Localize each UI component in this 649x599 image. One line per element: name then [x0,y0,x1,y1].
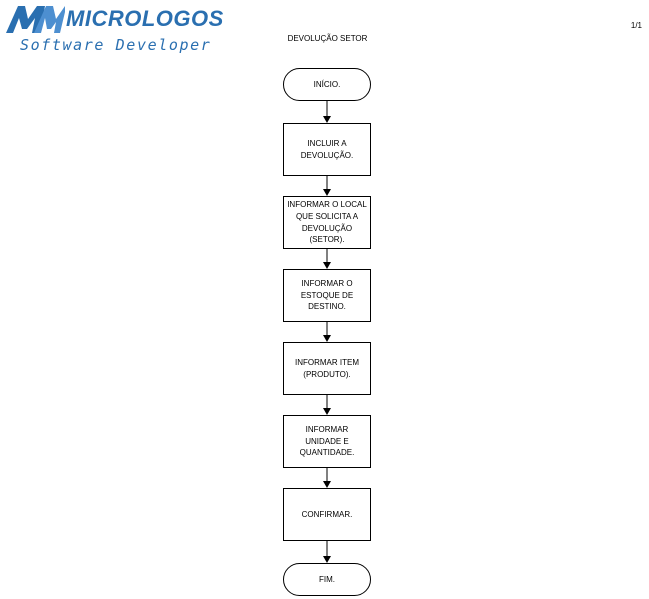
flow-node-label: INFORMAR O ESTOQUE DE DESTINO. [300,279,354,312]
flow-node-step-2: INFORMAR O LOCAL QUE SOLICITA A DEVOLUÇÃ… [283,196,371,249]
flow-node-step-1: INCLUIR A DEVOLUÇÃO. [283,123,371,176]
flow-node-label: CONFIRMAR. [301,509,353,519]
flow-node-label: FIM. [319,574,335,584]
flow-node-step-5: INFORMAR UNIDADE E QUANTIDADE. [283,415,371,468]
logo-name: MICROLOGOS [66,6,224,31]
flow-node-end: FIM. [283,563,371,596]
logo-tagline: Software Developer [20,36,212,54]
page-number: 1/1 [630,21,642,30]
flow-node-label: INCLUIR A DEVOLUÇÃO. [300,138,354,160]
flow-node-step-3: INFORMAR O ESTOQUE DE DESTINO. [283,269,371,322]
company-logo: MICROLOGOS Software Developer [4,2,223,56]
micrologos-logo-icon [6,6,65,33]
flow-node-label: INFORMAR ITEM (PRODUTO). [295,357,359,379]
flow-node-label: INÍCIO. [313,79,341,89]
flow-node-label: INFORMAR O LOCAL QUE SOLICITA A DEVOLUÇÃ… [287,200,367,245]
diagram-title: DEVOLUÇÃO SETOR [287,34,368,43]
flow-node-step-6: CONFIRMAR. [283,488,371,541]
flow-node-start: INÍCIO. [283,68,371,101]
flow-node-step-4: INFORMAR ITEM (PRODUTO). [283,342,371,395]
flow-node-label: INFORMAR UNIDADE E QUANTIDADE. [299,425,355,458]
